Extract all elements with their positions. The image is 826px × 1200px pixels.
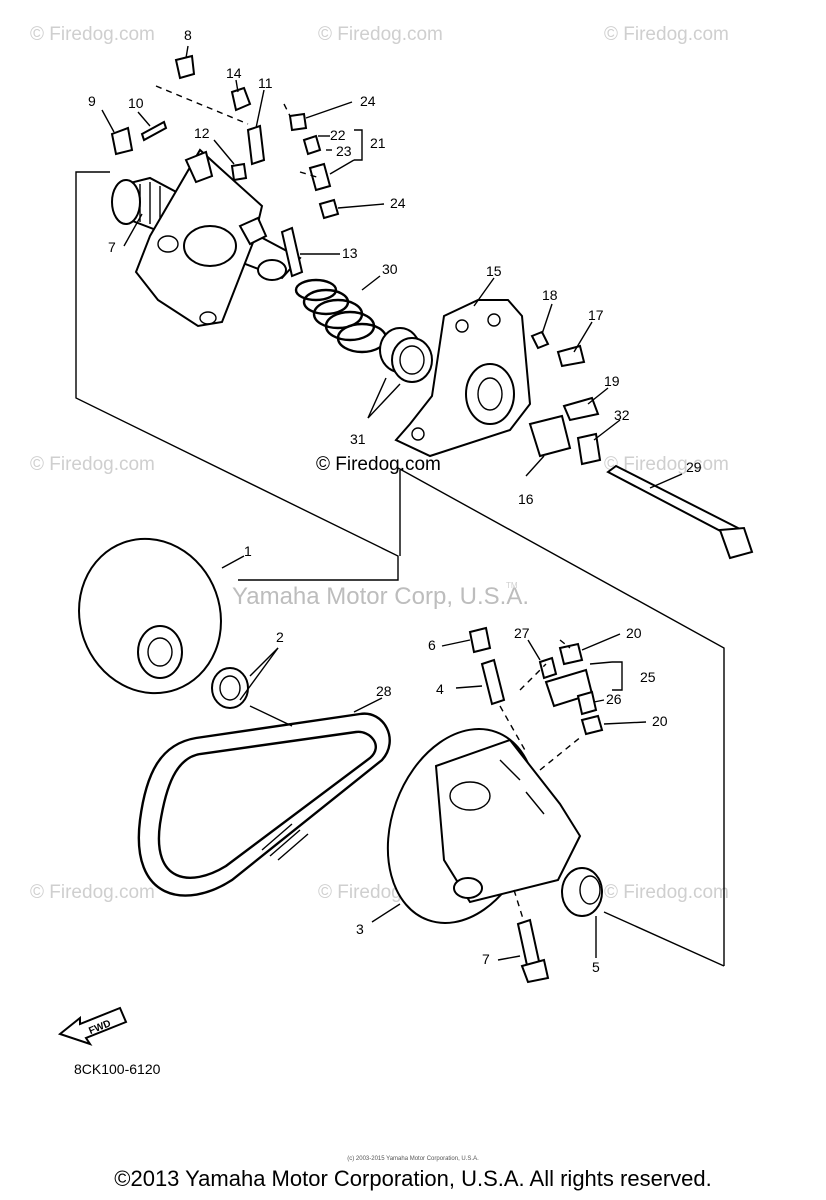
part-17-bolt bbox=[556, 344, 586, 368]
callout-22: 22 bbox=[330, 127, 346, 143]
part-18-washer bbox=[530, 330, 550, 350]
part-30-belt bbox=[137, 712, 391, 897]
callout-19: 19 bbox=[604, 373, 620, 389]
callout-11: 11 bbox=[258, 75, 273, 91]
callout-32: 32 bbox=[614, 407, 630, 423]
part-26-spring bbox=[576, 690, 598, 716]
watermark: © Firedog.com bbox=[30, 882, 155, 903]
callout-24: 24 bbox=[360, 93, 376, 109]
upper-hardware bbox=[110, 54, 340, 278]
callout-20: 20 bbox=[652, 713, 668, 729]
watermarks: © Firedog.com © Firedog.com © Firedog.co… bbox=[30, 24, 729, 903]
part-5-pin bbox=[480, 658, 506, 706]
callout-2: 2 bbox=[276, 629, 284, 645]
part-8-shaft-sheave bbox=[111, 148, 302, 328]
part-24-washer-b bbox=[318, 198, 340, 220]
callout-27: 27 bbox=[514, 625, 530, 641]
part-3-sheave bbox=[386, 728, 582, 924]
assembly-frame bbox=[75, 171, 725, 967]
fwd-arrow: FWD bbox=[57, 1006, 128, 1046]
part-1-fixed-sheave bbox=[78, 537, 222, 695]
part-12-bolt bbox=[230, 162, 248, 182]
diagram-code: 8CK100-6120 bbox=[74, 1061, 161, 1077]
callout-4: 5 bbox=[592, 959, 600, 975]
lower-hardware bbox=[468, 626, 604, 736]
part-29-spacers bbox=[379, 327, 433, 383]
callout-26: 26 bbox=[606, 691, 622, 707]
part-9-weight-b bbox=[110, 126, 134, 156]
callout-15: 15 bbox=[486, 263, 502, 279]
part-31-bolt bbox=[606, 464, 740, 538]
part-22-cap bbox=[302, 134, 322, 156]
small-credit: (c) 2003-2015 Yamaha Motor Corporation, … bbox=[347, 1156, 479, 1162]
part-20-washer bbox=[558, 642, 584, 666]
part-23-spring bbox=[308, 162, 332, 192]
leader-lines bbox=[101, 45, 683, 961]
part-20-washer-b bbox=[580, 714, 604, 736]
callout-18: 18 bbox=[542, 287, 558, 303]
part-24-washer bbox=[288, 112, 308, 132]
part-9-weight bbox=[174, 54, 196, 80]
watermark: © Firedog.com bbox=[604, 24, 729, 45]
watermark: © Firedog.com bbox=[604, 454, 729, 475]
callout-23: 23 bbox=[336, 143, 352, 159]
part-4-bushing bbox=[561, 867, 603, 917]
copyright-notice: ©2013 Yamaha Motor Corporation, U.S.A. A… bbox=[114, 1166, 712, 1191]
callout-16: 16 bbox=[518, 491, 534, 507]
callout-25: 25 bbox=[640, 669, 656, 685]
callout-9: 9 bbox=[88, 93, 96, 109]
brand-watermark: Yamaha Motor Corp, U.S.A. bbox=[232, 583, 529, 610]
part-10-pin bbox=[140, 120, 168, 142]
callout-5: 4 bbox=[436, 681, 444, 697]
watermark: © Firedog.com bbox=[604, 882, 729, 903]
callout-14: 14 bbox=[226, 65, 242, 81]
callout-28: 30 bbox=[382, 261, 398, 277]
part-32-bracket bbox=[576, 432, 602, 466]
part-16-bushing bbox=[528, 414, 572, 458]
callout-6: 7 bbox=[482, 951, 490, 967]
callout-7: 6 bbox=[428, 637, 436, 653]
part-14-nut bbox=[230, 86, 252, 112]
part-19-bolt bbox=[562, 396, 600, 422]
part-28-spring bbox=[294, 278, 388, 354]
part-31-bolt-head bbox=[718, 526, 754, 560]
callout-13: 13 bbox=[342, 245, 358, 261]
watermark: © Firedog.com bbox=[318, 24, 443, 45]
callout-20: 20 bbox=[626, 625, 642, 641]
part-15-cover bbox=[394, 299, 532, 458]
watermark: © Firedog.com bbox=[30, 24, 155, 45]
callout-31: 29 bbox=[686, 459, 702, 475]
callout-21: 21 bbox=[370, 135, 386, 151]
callout-10: 10 bbox=[128, 95, 144, 111]
callout-17: 17 bbox=[588, 307, 604, 323]
tm-mark: TM bbox=[506, 581, 518, 590]
part-11-collar bbox=[246, 124, 266, 166]
callout-1: 1 bbox=[244, 543, 252, 559]
callout-29: 31 bbox=[350, 431, 366, 447]
upper-dash-lines bbox=[155, 85, 321, 179]
watermark-center: © Firedog.com bbox=[316, 454, 441, 475]
part-6-bolt bbox=[516, 918, 550, 984]
callout-24: 24 bbox=[390, 195, 406, 211]
collar-leader bbox=[249, 705, 293, 727]
part-27-pin bbox=[538, 656, 558, 680]
part-7-nut bbox=[468, 626, 492, 654]
bolt-dash bbox=[513, 889, 525, 923]
part-2-collar bbox=[211, 667, 249, 709]
right-hardware bbox=[528, 330, 754, 560]
callout-8: 7 bbox=[108, 239, 116, 255]
callout-3: 3 bbox=[356, 921, 364, 937]
callout-12: 12 bbox=[194, 125, 210, 141]
callouts: 8 9 10 14 11 12 24 22 23 21 24 13 7 30 1… bbox=[88, 27, 702, 975]
part-13-bolt bbox=[280, 226, 304, 278]
watermark: © Firedog.com bbox=[30, 454, 155, 475]
lower-dash-lines bbox=[499, 639, 583, 771]
callout-9: 8 bbox=[184, 27, 192, 43]
callout-30: 28 bbox=[376, 683, 392, 699]
